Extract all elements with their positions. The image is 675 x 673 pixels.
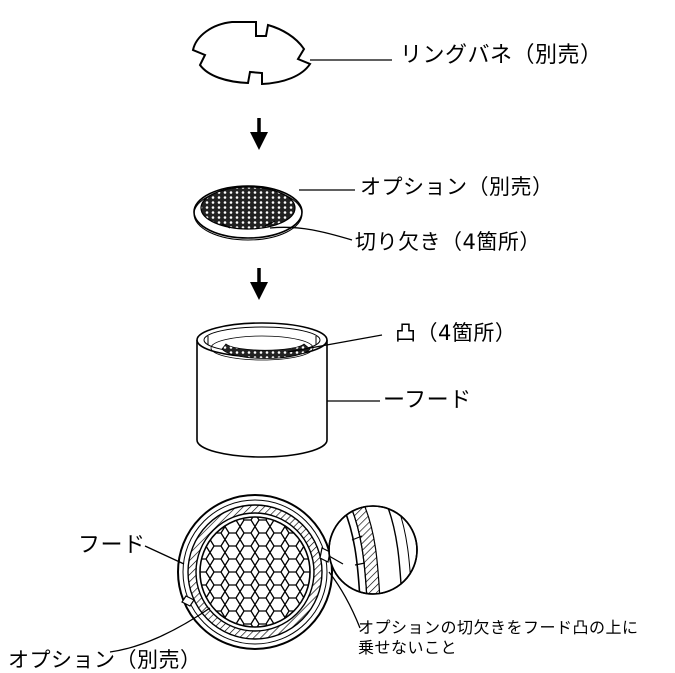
option-top-label: オプション（別売） <box>360 175 554 199</box>
hood-bottom-label: フード <box>78 533 146 558</box>
ring-spring <box>191 21 312 86</box>
option-filter-disc <box>193 185 303 241</box>
option-bottom-leader <box>109 607 211 653</box>
arrow-down-icon <box>250 118 268 150</box>
hood-cylinder <box>196 322 328 458</box>
detail-magnifier <box>328 505 418 595</box>
notch-leader <box>269 226 353 241</box>
hood-bottom-leader <box>144 545 185 565</box>
boss-label: 凸（4箇所） <box>395 321 517 345</box>
boss-leader <box>287 334 383 353</box>
magnifier-link <box>328 555 344 565</box>
caution-note: オプションの切欠きをフード凸の上に 乗せないこと <box>358 618 639 657</box>
option-bottom-label: オプション（別売） <box>8 648 202 672</box>
hood-side-label: ーフード <box>383 388 472 413</box>
ring-spring-label: リングバネ（別売） <box>400 43 603 68</box>
notch-label: 切り欠き（4箇所） <box>355 230 541 254</box>
arrow-down-icon <box>250 268 268 300</box>
hood-top-view <box>177 494 333 650</box>
note-leader <box>328 571 361 629</box>
